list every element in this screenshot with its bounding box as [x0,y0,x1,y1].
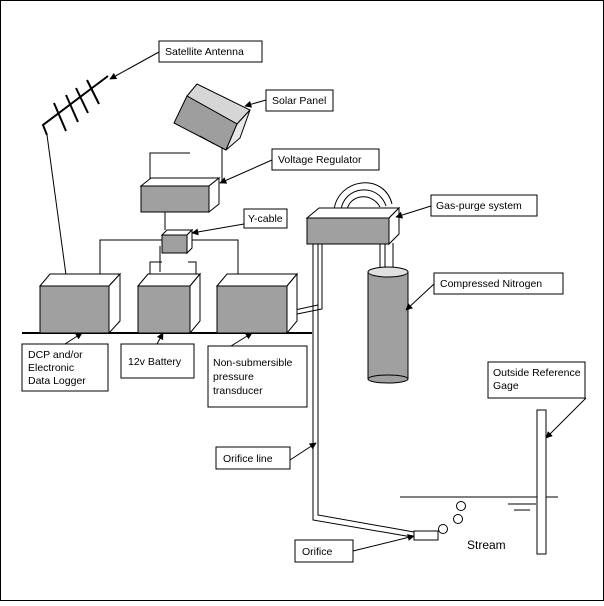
nitrogen-cylinder [367,266,409,384]
svg-text:Gas-purge system: Gas-purge system [436,200,522,212]
svg-text:Satellite Antenna: Satellite Antenna [165,46,244,58]
y-cable-box [160,228,194,255]
voltage-regulator [139,176,221,214]
label-transducer: Non-submersible pressure transducer [207,345,308,408]
svg-text:Voltage Regulator: Voltage Regulator [278,154,362,166]
svg-text:Y-cable: Y-cable [248,213,283,225]
battery-box [136,272,202,335]
orifice [413,530,439,541]
outside-reference-gage [536,409,547,555]
transducer-box [215,272,299,335]
svg-text:12v Battery: 12v Battery [128,356,182,368]
label-outside-reference-gage: Outside Reference Gage [487,361,586,399]
label-battery: 12v Battery [120,343,195,379]
svg-text:DCP and/or: DCP and/or [28,349,83,361]
svg-text:Data Logger: Data Logger [28,375,86,387]
callout-arrows [64,51,587,552]
svg-text:Compressed Nitrogen: Compressed Nitrogen [440,278,542,290]
svg-text:Solar Panel: Solar Panel [272,95,326,107]
svg-text:Orifice: Orifice [302,546,332,558]
label-satellite-antenna: Satellite Antenna [158,40,263,63]
svg-text:Gage: Gage [493,380,519,392]
label-y-cable: Y-cable [243,208,288,229]
gas-purge-loop [333,182,393,211]
label-solar-panel: Solar Panel [265,89,334,112]
data-logger-box [38,272,122,335]
satellite-antenna [41,75,109,136]
label-orifice: Orifice [294,539,354,563]
bubbles [438,501,466,534]
svg-text:Outside Reference: Outside Reference [493,367,581,379]
gas-purge-box [305,206,401,246]
svg-text:transducer: transducer [213,385,263,397]
label-compressed-nitrogen: Compressed Nitrogen [433,272,564,295]
svg-text:pressure: pressure [213,371,254,383]
svg-text:Non-submersible: Non-submersible [213,357,293,369]
label-gas-purge-system: Gas-purge system [430,194,538,217]
svg-text:Electronic: Electronic [28,362,74,374]
solar-panel [173,83,251,151]
water-surface [400,496,558,511]
label-orifice-line: Orifice line [215,446,291,470]
wiring [46,134,415,538]
label-voltage-regulator: Voltage Regulator [271,148,380,171]
label-data-logger: DCP and/or Electronic Data Logger [21,343,109,392]
stream-label: Stream [467,538,506,552]
svg-text:Orifice line: Orifice line [223,453,273,465]
